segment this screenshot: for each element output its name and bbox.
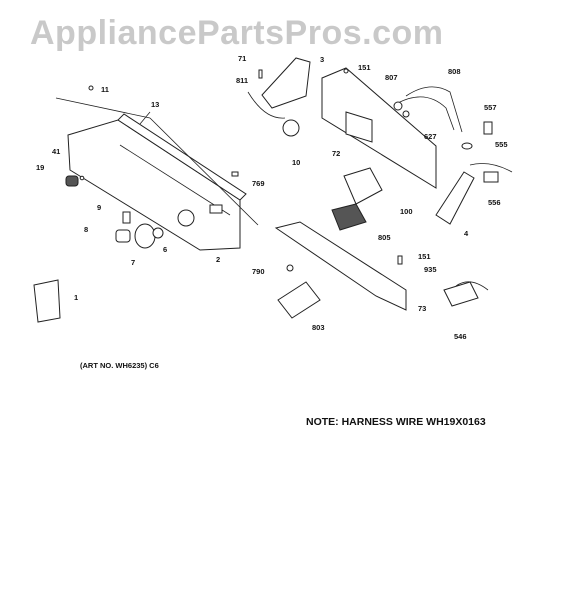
control-panel-part[interactable] bbox=[67, 113, 247, 251]
leader-line bbox=[55, 97, 151, 119]
endcap-4[interactable] bbox=[435, 171, 475, 225]
label-803: 803 bbox=[312, 323, 325, 332]
endcap-bracket-3[interactable] bbox=[261, 57, 311, 109]
label-1: 1 bbox=[74, 293, 78, 302]
label-805: 805 bbox=[378, 233, 391, 242]
switch-9[interactable] bbox=[122, 211, 131, 224]
harness-546[interactable] bbox=[443, 281, 479, 307]
backsplash-panel-72[interactable] bbox=[321, 67, 437, 189]
label-72: 72 bbox=[332, 149, 340, 158]
screw-41[interactable] bbox=[79, 175, 85, 181]
harness-note: NOTE: HARNESS WIRE WH19X0163 bbox=[306, 416, 486, 428]
label-807: 807 bbox=[385, 73, 398, 82]
label-557: 557 bbox=[484, 103, 497, 112]
pressure-switch-100[interactable] bbox=[343, 167, 383, 205]
label-9: 9 bbox=[97, 203, 101, 212]
label-10: 10 bbox=[292, 158, 300, 167]
label-811: 811 bbox=[236, 76, 248, 85]
label-73: 73 bbox=[418, 304, 426, 313]
label-41: 41 bbox=[52, 147, 60, 156]
screw-71[interactable] bbox=[258, 69, 263, 79]
label-546: 546 bbox=[454, 332, 467, 341]
screw-11[interactable] bbox=[88, 85, 94, 91]
wire-935[interactable] bbox=[455, 281, 489, 291]
label-6: 6 bbox=[163, 245, 167, 254]
dispenser-803[interactable] bbox=[277, 281, 321, 319]
cord-555[interactable] bbox=[469, 163, 513, 173]
label-13: 13 bbox=[151, 100, 159, 109]
label-935: 935 bbox=[424, 265, 437, 274]
label-3: 3 bbox=[320, 55, 324, 64]
label-627: 627 bbox=[424, 132, 437, 141]
label-100: 100 bbox=[400, 207, 413, 216]
label-19: 19 bbox=[36, 163, 44, 172]
art-number-caption: (ART NO. WH6235) C6 bbox=[80, 361, 159, 370]
ring-6[interactable] bbox=[152, 227, 164, 239]
hose-811[interactable] bbox=[247, 91, 286, 119]
label-790: 790 bbox=[252, 267, 265, 276]
screw-151-bottom[interactable] bbox=[397, 255, 403, 265]
label-8: 8 bbox=[84, 225, 88, 234]
timer-10[interactable] bbox=[282, 119, 300, 137]
dial-7[interactable] bbox=[134, 223, 156, 249]
bottom-panel-73[interactable] bbox=[274, 221, 407, 311]
label-151-bottom: 151 bbox=[418, 252, 431, 261]
water-valve-805[interactable] bbox=[331, 203, 367, 231]
label-2: 2 bbox=[216, 255, 220, 264]
label-7: 7 bbox=[131, 258, 135, 267]
washer-807[interactable] bbox=[393, 101, 410, 118]
label-556: 556 bbox=[488, 198, 501, 207]
cord-557[interactable] bbox=[483, 121, 493, 135]
leader-line bbox=[149, 117, 259, 226]
fill-hose-808[interactable] bbox=[395, 86, 463, 133]
screw-769[interactable] bbox=[231, 171, 239, 177]
label-769: 769 bbox=[252, 179, 265, 188]
manual-1[interactable] bbox=[33, 279, 61, 323]
leader-line bbox=[139, 111, 151, 125]
label-151-top: 151 bbox=[358, 63, 371, 72]
label-4: 4 bbox=[464, 229, 469, 238]
screw-151-top[interactable] bbox=[343, 68, 349, 74]
knob-8[interactable] bbox=[115, 229, 131, 243]
knob-19[interactable] bbox=[65, 175, 79, 187]
label-555: 555 bbox=[495, 140, 508, 149]
clip-790[interactable] bbox=[286, 264, 294, 272]
plug-556[interactable] bbox=[483, 171, 499, 183]
label-11: 11 bbox=[101, 85, 109, 94]
site-watermark: AppliancePartsPros.com bbox=[30, 14, 444, 52]
label-808: 808 bbox=[448, 67, 461, 76]
hose-627[interactable] bbox=[461, 142, 473, 150]
label-71: 71 bbox=[238, 54, 246, 63]
